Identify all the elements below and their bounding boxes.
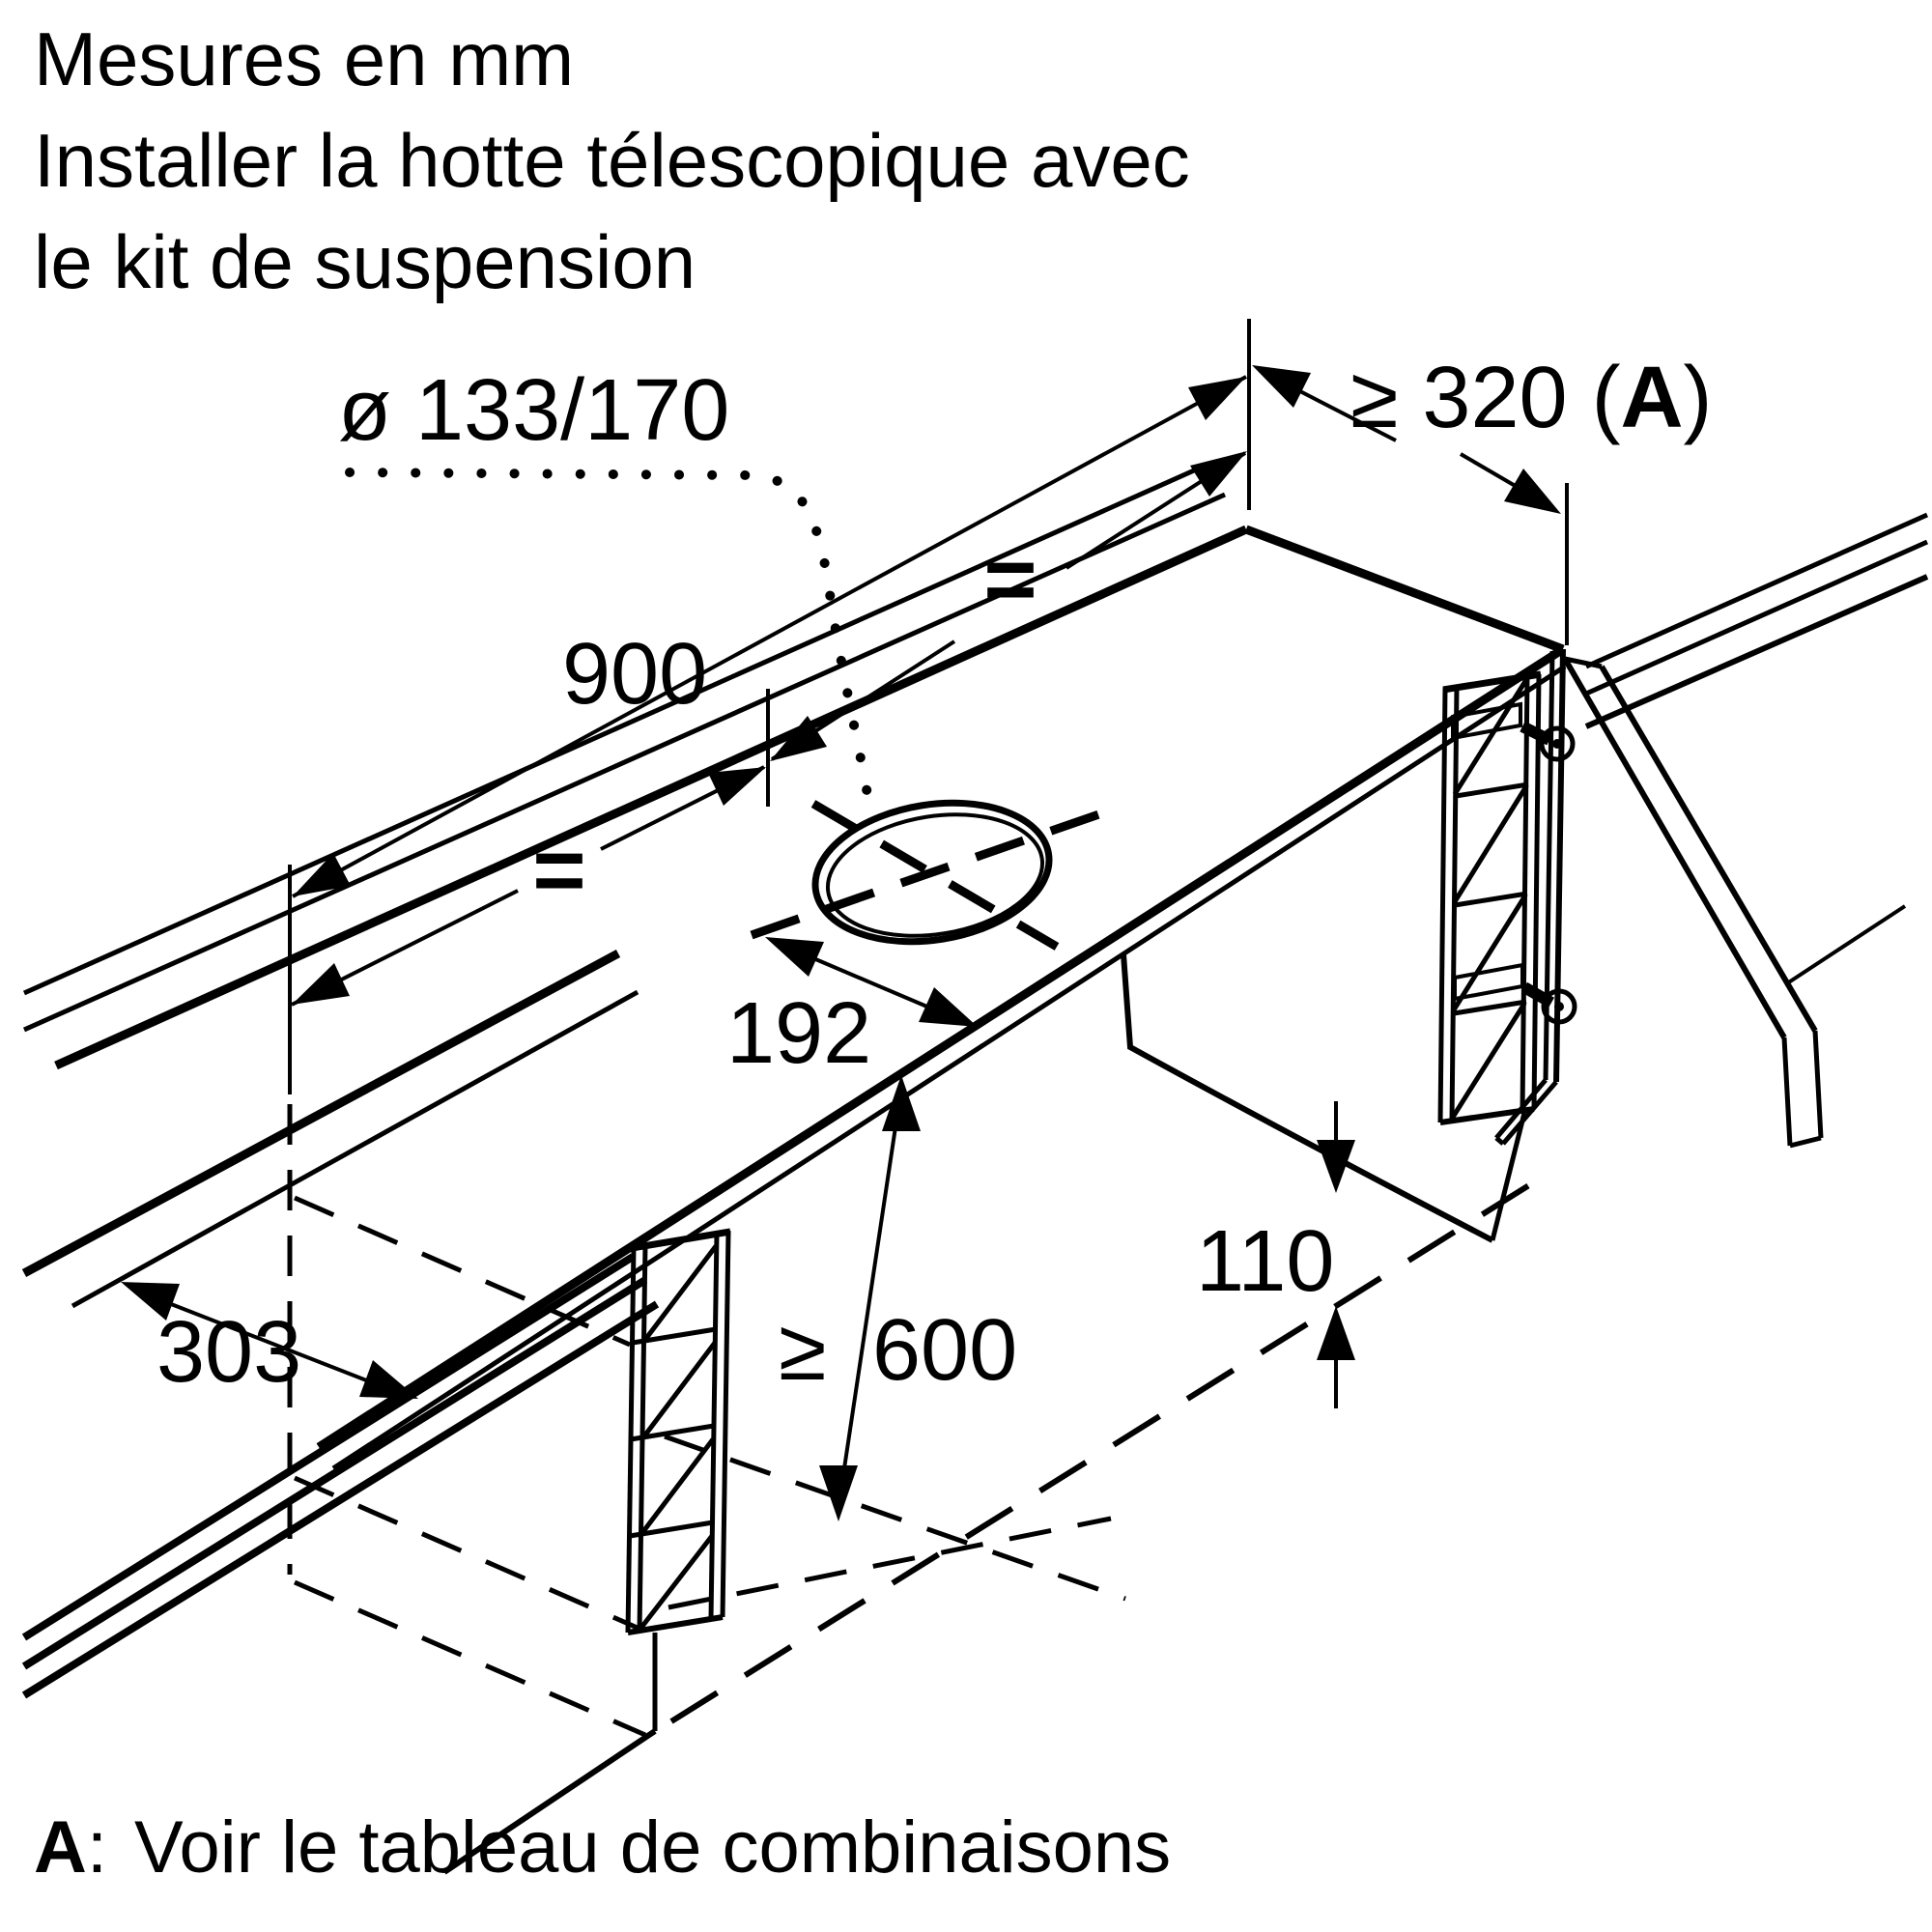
footnote: A:Voir le tableau de combinaisons <box>34 1806 1171 1889</box>
dim-303: 303 <box>121 1282 418 1401</box>
door-swing-line <box>1785 904 1907 985</box>
dim-320-label: ≥ 320 (A) <box>1350 350 1713 446</box>
title-line-3: le kit de suspension <box>34 219 696 304</box>
hood-front-corner-edges <box>442 1633 658 1875</box>
dim-303-label: 303 <box>156 1304 301 1401</box>
hidden-bottom-edge <box>669 1166 1557 1724</box>
dim-900: 900 = = <box>288 319 1251 1094</box>
left-band-outer <box>21 950 621 1277</box>
dim-320: ≥ 320 (A) <box>1252 350 1713 645</box>
title-block: Mesures en mm Installer la hotte télesco… <box>34 16 1190 304</box>
dim-192: 192 <box>726 937 978 1082</box>
hole-inner-rim <box>825 812 1045 938</box>
right-suspension-rail <box>1437 670 1542 1125</box>
hole-crosshair <box>750 800 1115 951</box>
equal-mark-left: = <box>532 819 585 922</box>
hidden-hood-edges <box>287 1104 1557 1738</box>
equal-mark-right: = <box>983 528 1037 631</box>
dim-192-label: 192 <box>726 985 871 1082</box>
hinge-bolt-upper <box>1520 721 1576 762</box>
shelf <box>316 525 1567 1471</box>
dim-600-label: 600 <box>872 1302 1017 1399</box>
title-line-1: Mesures en mm <box>34 16 574 101</box>
cabinet-door <box>1562 656 1907 1149</box>
dim-110: 110 <box>1196 1101 1355 1408</box>
diameter-label: ø 133/170 <box>338 362 729 459</box>
dim-600-geq: ≥ <box>779 1302 826 1399</box>
left-suspension-rail <box>625 1228 731 1635</box>
mounting-tab-upper <box>1451 701 1522 741</box>
shelf-front-edge-outer <box>316 645 1566 1451</box>
wall-rail-lines <box>21 464 1929 1699</box>
dim-600: ≥ 600 <box>779 1075 1017 1521</box>
dim-900-label: 900 <box>562 626 707 723</box>
hole-outer-rim <box>811 799 1053 946</box>
shelf-front-edge-inner <box>331 664 1567 1471</box>
hinge-bolt-lower <box>1521 981 1577 1025</box>
title-line-2: Installer la hotte télescopique avec <box>34 118 1190 203</box>
shelf-right-edge <box>1244 525 1565 654</box>
mounting-tab-lower <box>1453 962 1524 1002</box>
hood-canopy <box>1121 953 1527 1243</box>
mounting-hole <box>811 799 1053 946</box>
dim-110-label: 110 <box>1196 1213 1334 1310</box>
left-band-inner <box>71 989 639 1309</box>
shelf-back-edge <box>54 525 1248 1070</box>
